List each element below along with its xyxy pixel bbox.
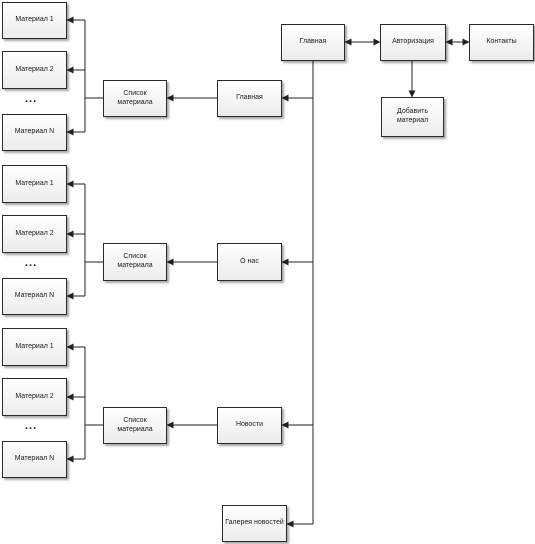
material-list-node[interactable]: Список материала: [103, 407, 167, 444]
news-section-node[interactable]: Новости: [217, 407, 282, 444]
home-section-node[interactable]: Главная: [217, 80, 282, 117]
ellipsis: ...: [25, 257, 38, 269]
material-list-node[interactable]: Список материала: [103, 80, 167, 117]
material-node[interactable]: Материал 1: [2, 2, 67, 39]
material-node[interactable]: Материал 1: [2, 328, 67, 366]
material-node[interactable]: Материал N: [2, 278, 67, 315]
auth-node[interactable]: Авторизация: [380, 24, 446, 61]
material-node[interactable]: Материал N: [2, 441, 67, 478]
contacts-node[interactable]: Контакты: [469, 24, 534, 61]
home-top-node[interactable]: Главная: [281, 24, 345, 61]
news-gallery-node[interactable]: Галерея новостей: [222, 505, 287, 542]
ellipsis: ...: [25, 420, 38, 432]
material-list-node[interactable]: Список материала: [103, 243, 167, 281]
material-node[interactable]: Материал N: [2, 114, 67, 151]
material-node[interactable]: Материал 1: [2, 165, 67, 203]
ellipsis: ...: [25, 93, 38, 105]
about-section-node[interactable]: О нас: [217, 243, 282, 281]
add-material-node[interactable]: Добавить материал: [381, 97, 444, 137]
material-node[interactable]: Материал 2: [2, 378, 67, 416]
material-node[interactable]: Материал 2: [2, 215, 67, 253]
material-node[interactable]: Материал 2: [2, 51, 67, 89]
